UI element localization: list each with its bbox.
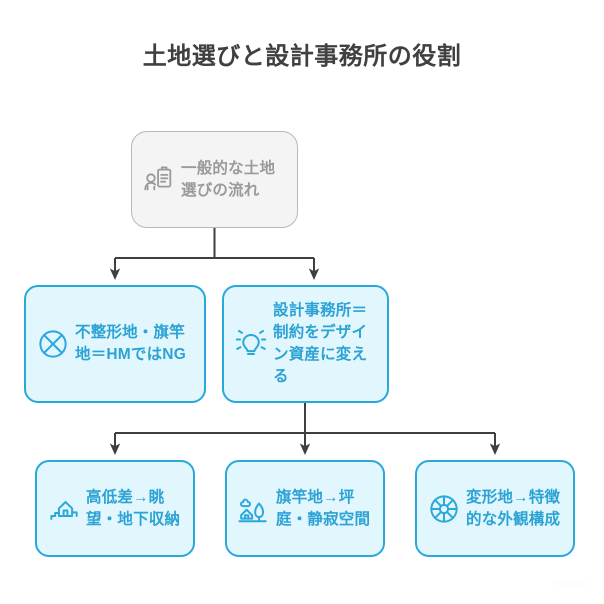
node-label: 設計事務所＝制約をデザイン資産に変える — [273, 302, 368, 385]
house-tree-cloud-icon — [235, 490, 273, 528]
node-label: 不整形地・旗竿地＝HMではNG — [75, 324, 186, 363]
node-general-land-selection-flow[interactable]: 一般的な土地選びの流れ — [131, 131, 298, 228]
circular-wheel-icon — [425, 490, 463, 528]
node-label: 旗竿地→坪庭・静寂空間 — [276, 488, 371, 528]
house-stairs-icon — [45, 490, 83, 528]
node-label: 一般的な土地選びの流れ — [181, 159, 276, 199]
page-title: 土地選びと設計事務所の役割 — [142, 43, 462, 70]
edge-level2-to-level3 — [109, 403, 501, 455]
node-irregular-flagpole-land-ng[interactable]: 不整形地・旗竿地＝HMではNG — [24, 285, 206, 403]
lightbulb-gear-icon — [232, 325, 270, 363]
circle-x-icon — [34, 325, 72, 363]
node-irregular-land-distinctive-facade[interactable]: 変形地→特徴的な外観構成 — [415, 460, 575, 557]
node-label: 高低差→眺望・地下収納 — [86, 488, 181, 528]
person-clipboard-icon — [140, 161, 178, 199]
node-design-office-constraints-to-asset[interactable]: 設計事務所＝制約をデザイン資産に変える — [222, 285, 389, 403]
watermark: napkin — [554, 578, 590, 590]
edge-root-to-level2 — [109, 228, 320, 280]
node-label: 変形地→特徴的な外観構成 — [466, 488, 561, 528]
node-flagpole-courtyard-quiet-space[interactable]: 旗竿地→坪庭・静寂空間 — [225, 460, 385, 557]
node-elevation-view-basement-storage[interactable]: 高低差→眺望・地下収納 — [35, 460, 195, 557]
